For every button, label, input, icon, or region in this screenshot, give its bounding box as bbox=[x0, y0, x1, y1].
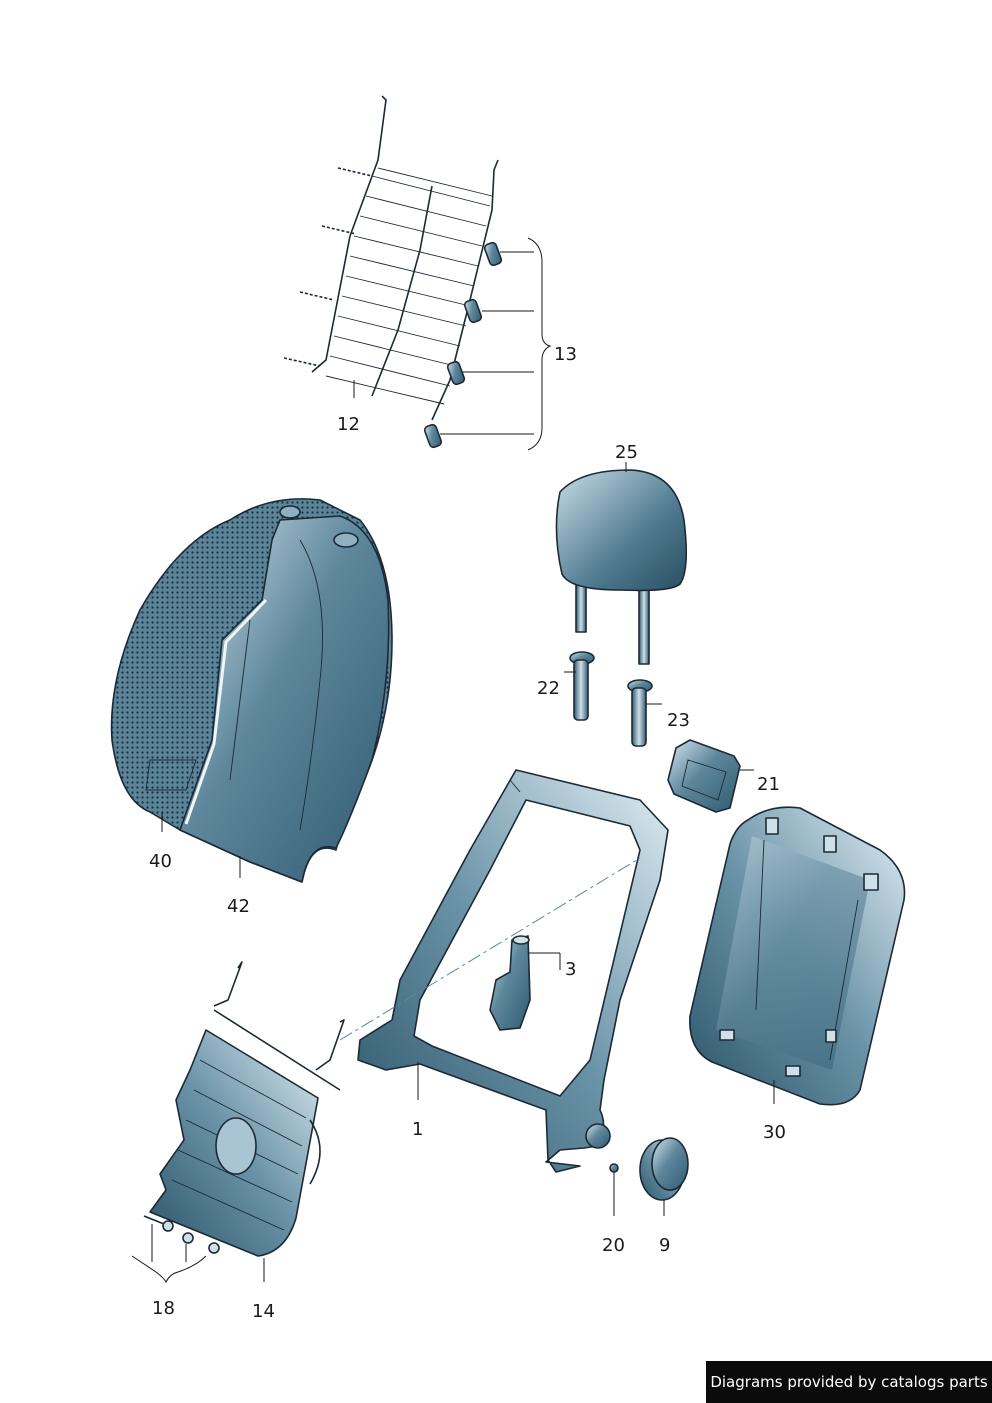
backrest-cushion-part-40-42 bbox=[110, 498, 393, 883]
leader-lines bbox=[131, 237, 775, 1284]
label-25: 25 bbox=[615, 442, 638, 463]
backrest-frame-part-1 bbox=[339, 769, 669, 1173]
lumbar-support-slats bbox=[171, 1059, 307, 1231]
label-13: 13 bbox=[554, 344, 577, 365]
knob-part-9 bbox=[639, 1137, 689, 1201]
label-40: 40 bbox=[149, 851, 172, 872]
cover-plate-part-21 bbox=[667, 739, 741, 813]
credit-banner: Diagrams provided by catalogs parts bbox=[706, 1361, 992, 1403]
screw-part-20 bbox=[609, 1163, 619, 1173]
label-1: 1 bbox=[412, 1119, 423, 1140]
rear-panel-part-30 bbox=[689, 806, 906, 1106]
label-21: 21 bbox=[757, 774, 780, 795]
label-12: 12 bbox=[337, 414, 360, 435]
spring-mat-hooks-left bbox=[283, 167, 373, 367]
label-22: 22 bbox=[537, 678, 560, 699]
label-23: 23 bbox=[667, 710, 690, 731]
label-18: 18 bbox=[152, 1298, 175, 1319]
label-42: 42 bbox=[227, 896, 250, 917]
spring-mat-part-12 bbox=[283, 95, 503, 449]
headrest-guide-part-23 bbox=[627, 679, 653, 747]
label-9: 9 bbox=[659, 1235, 670, 1256]
spring-clips-part-13 bbox=[423, 241, 503, 449]
label-30: 30 bbox=[763, 1122, 786, 1143]
label-3: 3 bbox=[565, 959, 576, 980]
fasteners-part-18 bbox=[143, 1215, 220, 1254]
lumbar-support-part-14 bbox=[149, 961, 345, 1257]
part-number-labels: 12 13 25 22 23 21 40 42 3 1 30 20 9 18 1… bbox=[149, 344, 786, 1322]
headrest-part-25 bbox=[555, 469, 688, 665]
headrest-guide-part-22 bbox=[569, 651, 595, 721]
bracket-part-3 bbox=[489, 935, 531, 1031]
spring-mat-wires bbox=[325, 167, 493, 405]
label-14: 14 bbox=[252, 1301, 275, 1322]
label-20: 20 bbox=[602, 1235, 625, 1256]
